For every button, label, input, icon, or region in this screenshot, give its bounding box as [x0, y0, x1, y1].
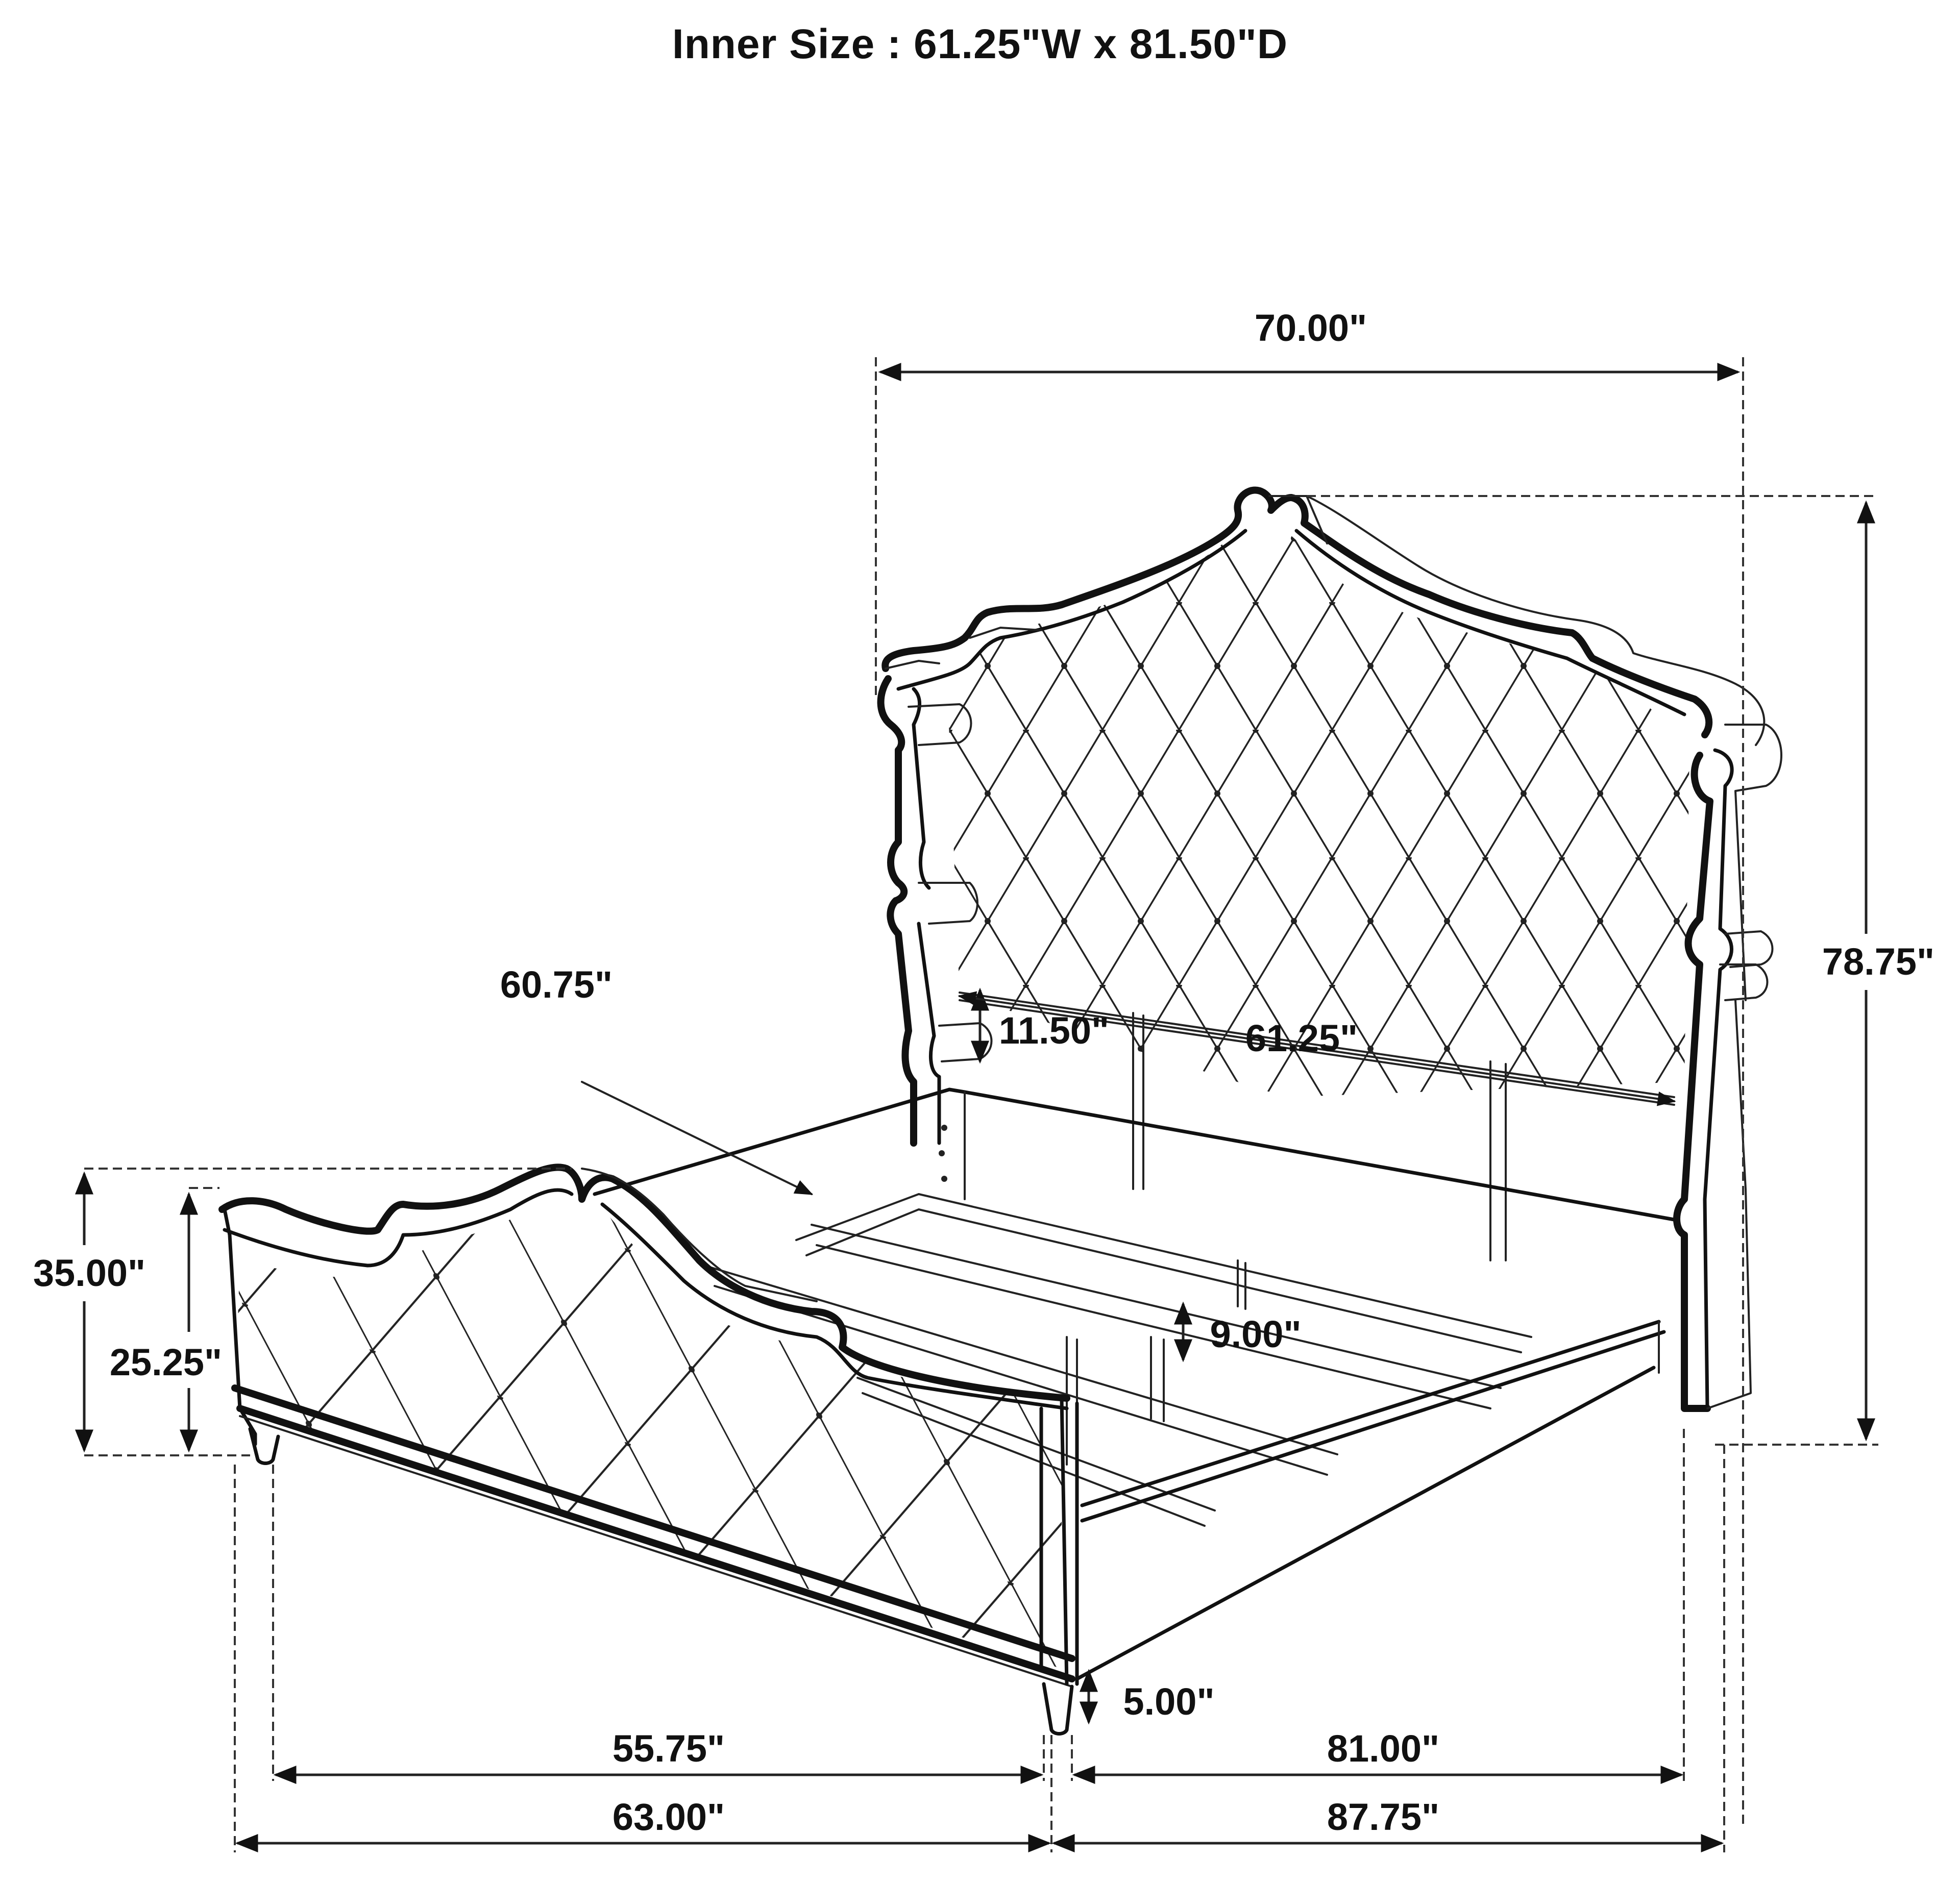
headboard-right-post: [1673, 752, 1713, 1412]
headboard-left-post-inner: [912, 687, 941, 1145]
dimension-lines: [75, 357, 1878, 1852]
label-inner-width-front: 55.75": [612, 1727, 725, 1770]
footboard-right-leg: [1042, 1682, 1074, 1736]
headboard: [877, 486, 1782, 1412]
headboard-left-post: [877, 675, 917, 1147]
label-inner-width: 61.25": [1245, 1017, 1358, 1059]
label-footboard-panel-height: 25.25": [110, 1341, 222, 1383]
headboard-crest: [881, 486, 1713, 738]
label-footboard-height: 35.00": [33, 1252, 145, 1294]
inner-size-title: Inner Size : 61.25"W x 81.50"D: [672, 21, 1288, 67]
dim-slat-span-leader: [581, 1081, 814, 1195]
label-headboard-width: 70.00": [1255, 307, 1367, 349]
label-overall-length: 87.75": [1327, 1796, 1439, 1838]
footboard-base-rail-top: [231, 1384, 1075, 1662]
dimension-labels: 70.00" 78.75" 60.75" 11.50" 61.25" 35.00…: [33, 307, 1934, 1838]
footboard-left-leg: [248, 1427, 280, 1465]
label-overall-width: 63.00": [612, 1796, 725, 1838]
label-leg-height: 5.00": [1123, 1680, 1214, 1723]
slat-2: [811, 1224, 1502, 1409]
footboard-crest-back: [581, 1168, 818, 1302]
right-side-rail: [1075, 1320, 1666, 1681]
bed-frame: [593, 1087, 1676, 1681]
label-slat-span: 60.75": [500, 963, 612, 1006]
headboard-right-roll: [1706, 724, 1782, 1409]
headboard-crest-inner: [896, 529, 1686, 716]
slat-1: [795, 1193, 1532, 1353]
label-headboard-height: 78.75": [1822, 940, 1934, 983]
footboard: [218, 1163, 1079, 1736]
footboard-base-edge: [239, 1415, 1073, 1688]
slat-3: [703, 1265, 1338, 1476]
footboard-crest: [218, 1163, 1070, 1402]
footboard-base-rail-bottom: [236, 1405, 1075, 1682]
left-side-rail: [593, 1087, 1676, 1222]
label-inner-length: 81.00": [1327, 1727, 1439, 1770]
dim-inner-width: [958, 991, 1676, 1106]
footboard-right-post: [1039, 1396, 1079, 1686]
label-headboard-clearance: 11.50": [999, 1009, 1109, 1052]
label-rail-height: 9.00": [1210, 1313, 1301, 1355]
headboard-crest-top-edge: [885, 627, 1042, 670]
footboard-tufted-panel: [235, 1189, 1062, 1669]
headboard-tufted-panel: [947, 515, 1689, 1097]
footboard-crest-inner: [223, 1188, 1069, 1410]
